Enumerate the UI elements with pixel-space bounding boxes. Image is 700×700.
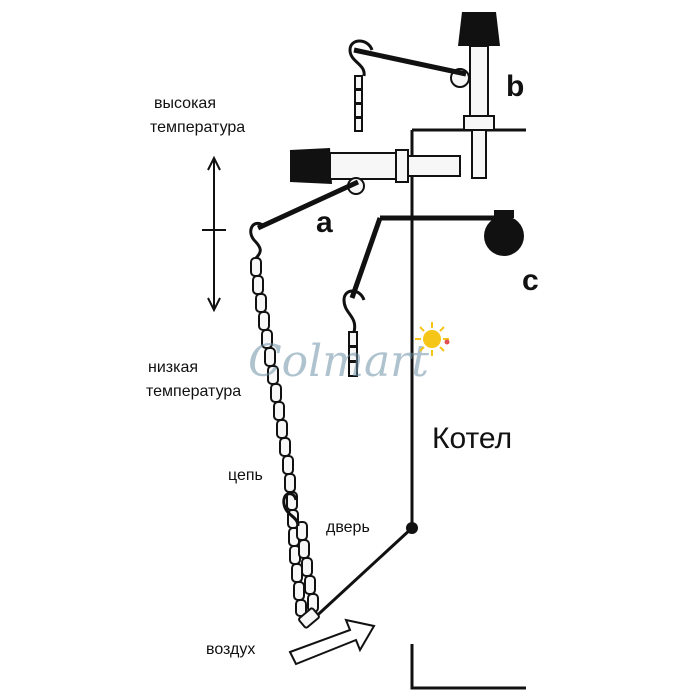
range-arrow xyxy=(202,155,226,313)
label-high-temp-2: температура xyxy=(150,119,245,136)
label-air: воздух xyxy=(206,641,255,658)
watermark-text: Colmart xyxy=(248,336,429,387)
label-boiler: Котел xyxy=(432,422,512,455)
regulator-b xyxy=(348,12,500,179)
label-low-temp-2: температура xyxy=(146,383,241,400)
chain xyxy=(250,257,319,617)
regulator-a xyxy=(249,148,461,260)
watermark-dot xyxy=(444,339,450,345)
label-letter-c: c xyxy=(522,264,539,297)
label-chain: цепь xyxy=(228,467,263,484)
label-low-temp-1: низкая xyxy=(148,359,198,376)
watermark: Colmart xyxy=(248,322,450,387)
sun-icon xyxy=(415,322,449,356)
label-letter-a: a xyxy=(316,206,333,239)
label-door: дверь xyxy=(326,519,370,536)
label-high-temp-1: высокая xyxy=(154,95,216,112)
door xyxy=(298,522,418,629)
label-letter-b: b xyxy=(506,70,524,103)
lever-c xyxy=(342,210,524,377)
air-arrow xyxy=(288,618,376,666)
